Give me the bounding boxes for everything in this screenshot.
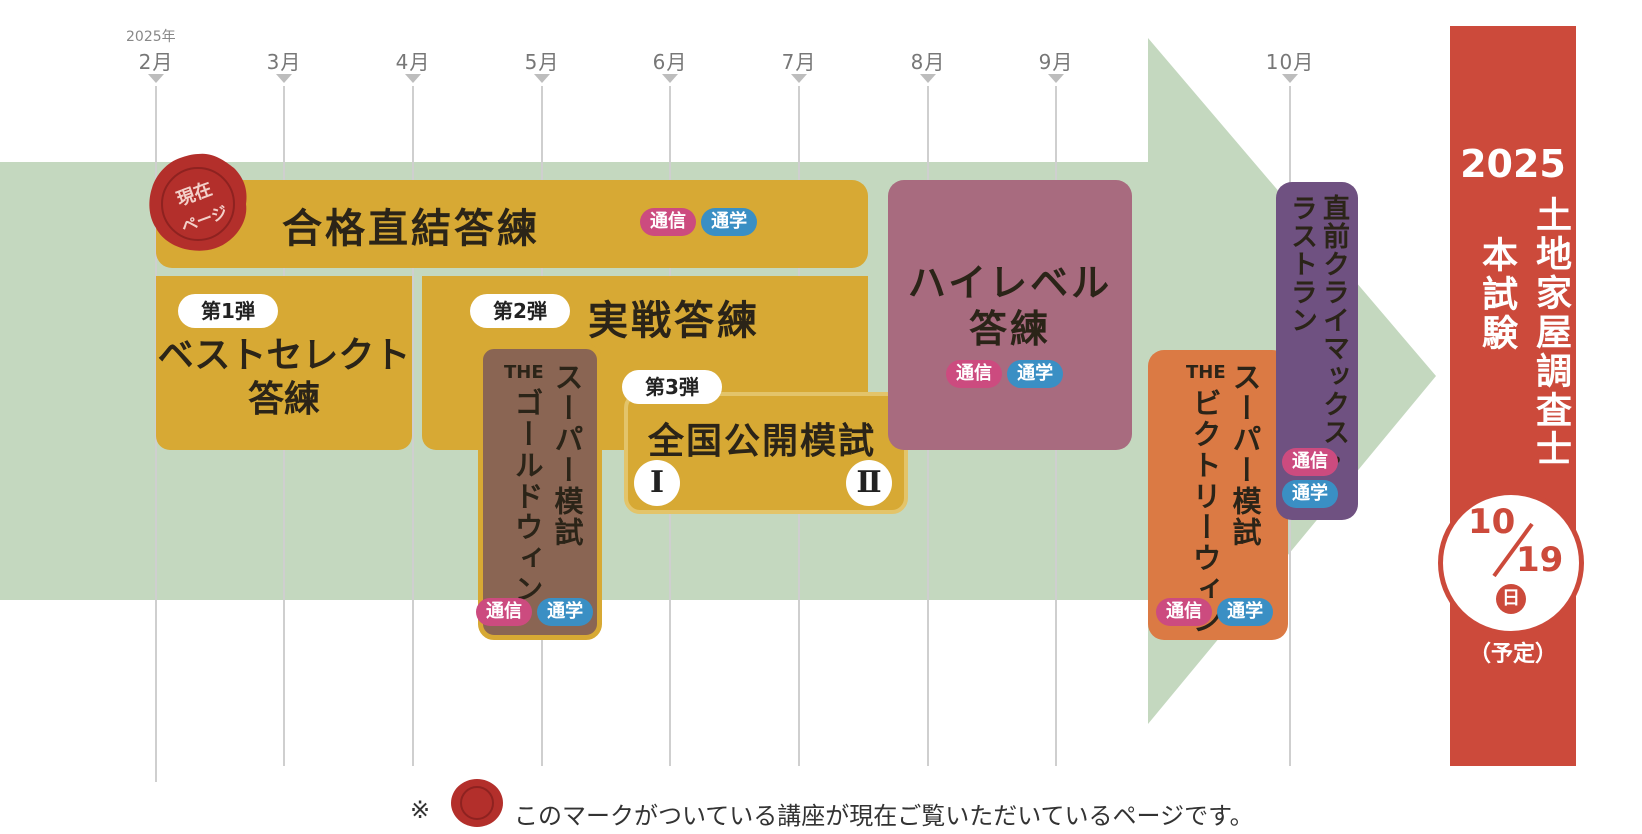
exam-year: 2025 (1460, 142, 1566, 186)
tag-tsugaku: 通学 (1282, 480, 1338, 508)
exam-title-line2: 本試験 (1476, 236, 1517, 353)
month-label: 8月 (910, 50, 946, 74)
tag-tsugaku: 通学 (1007, 360, 1064, 388)
month-label: 2月 (138, 50, 174, 74)
course-victorywin-tags: 通信 通学 (1156, 598, 1274, 626)
mark-roman-2: Ⅱ (846, 460, 892, 506)
course-goldwin-title-line1: スーパー模試 (550, 362, 584, 548)
month-label: 3月 (266, 50, 302, 74)
month-tick-marker (276, 74, 292, 83)
month-label: 9月 (1038, 50, 1074, 74)
course-highlevel-box[interactable] (888, 180, 1132, 450)
tag-tsushin: 通信 (476, 598, 532, 626)
footnote-prefix: ※ (410, 796, 431, 824)
tag-tsugaku: 通学 (1217, 598, 1274, 626)
exam-date-month: 10 (1468, 502, 1516, 542)
course-lastrun-title-line2: ラストラン (1286, 194, 1317, 334)
course-goldwin-the: THE (504, 362, 544, 383)
footnote-text: このマークがついている講座が現在ご覧いただいているページです。 (514, 802, 1254, 830)
course-dan1-title: ベストセレクト 答練 (156, 334, 412, 422)
course-highlevel-title-line1: ハイレベル (907, 261, 1113, 305)
exam-date-slash (1492, 522, 1534, 578)
course-dan2-title: 実戦答練 (588, 298, 760, 344)
course-lastrun-title-line1: 直前クライマックス・ (1318, 194, 1349, 474)
year-label: 2025年 (126, 29, 176, 45)
month-label: 5月 (524, 50, 560, 74)
course-dan1-title-line1: ベストセレクト (157, 335, 411, 376)
month-tick-marker (534, 74, 550, 83)
month-label: 7月 (781, 50, 817, 74)
month-gridline (412, 86, 414, 766)
course-goldwin-box[interactable] (478, 344, 602, 640)
badge-dan3: 第3弾 (622, 370, 722, 404)
course-gokaku-tags: 通信 通学 (640, 208, 758, 236)
exam-banner (1450, 26, 1576, 766)
course-victorywin-box[interactable] (1148, 350, 1288, 640)
course-highlevel-title-line2: 答練 (968, 307, 1051, 351)
mark-roman-1: Ⅰ (634, 460, 680, 506)
exam-date-day: 19 (1516, 540, 1564, 580)
month-tick-marker (148, 74, 164, 83)
month-tick-marker (791, 74, 807, 83)
month-label: 4月 (395, 50, 431, 74)
badge-dan2: 第2弾 (470, 294, 570, 328)
course-victorywin-the: THE (1186, 362, 1226, 383)
course-goldwin-tags: 通信 通学 (476, 598, 594, 626)
exam-weekday: 日 (1496, 584, 1526, 614)
course-dan3-title: 全国公開模試 (648, 421, 877, 462)
month-tick-marker (920, 74, 936, 83)
course-highlevel-tags: 通信 通学 (946, 360, 1064, 388)
month-label: 6月 (652, 50, 688, 74)
course-highlevel-title: ハイレベル 答練 (888, 260, 1132, 352)
month-tick-marker (1048, 74, 1064, 83)
tag-tsushin: 通信 (640, 208, 696, 236)
course-victorywin-title-line1: スーパー模試 (1228, 362, 1262, 548)
badge-dan1: 第1弾 (178, 294, 278, 328)
tag-tsushin: 通信 (1282, 448, 1338, 476)
month-tick-marker (405, 74, 421, 83)
course-gokaku-title: 合格直結答練 (282, 206, 540, 252)
course-goldwin-title-line2: ゴールドウィン (510, 388, 544, 605)
tag-tsugaku: 通学 (537, 598, 594, 626)
tag-tsugaku: 通学 (701, 208, 758, 236)
tag-tsushin: 通信 (1156, 598, 1212, 626)
exam-note: （予定） (1468, 642, 1557, 667)
course-victorywin-title-line2: ビクトリーウィン (1188, 388, 1222, 636)
exam-title-line1: 土地家屋調査士 (1530, 196, 1571, 469)
month-tick-marker (662, 74, 678, 83)
month-tick-marker (1282, 74, 1298, 83)
course-dan1-title-line2: 答練 (247, 379, 320, 420)
tag-tsushin: 通信 (946, 360, 1002, 388)
current-page-seal-icon: 現在 ページ (146, 150, 250, 254)
month-label: 10月 (1265, 50, 1315, 74)
footnote-seal-icon (448, 776, 506, 834)
